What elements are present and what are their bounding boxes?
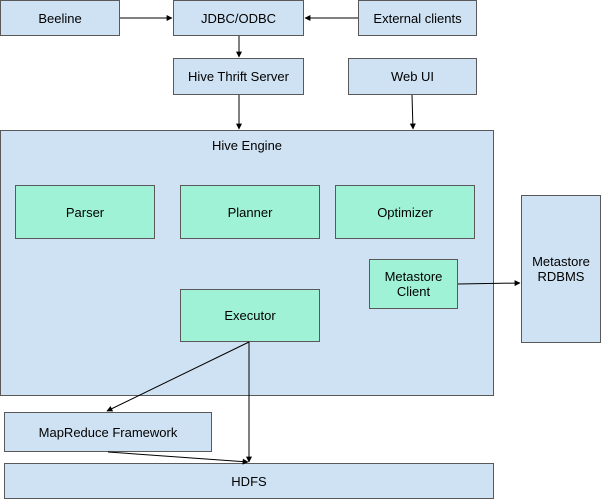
mapreduce-framework-node: MapReduce Framework <box>4 412 212 452</box>
parser-node: Parser <box>15 185 155 239</box>
hdfs-node: HDFS <box>4 463 494 499</box>
web-ui-node: Web UI <box>348 58 477 95</box>
optimizer-node: Optimizer <box>335 185 475 239</box>
planner-node: Planner <box>180 185 320 239</box>
hive-engine-title: Hive Engine <box>211 138 283 153</box>
external-clients-node: External clients <box>358 0 477 36</box>
metastore-client-node: Metastore Client <box>369 259 458 309</box>
metastore-rdbms-node: Metastore RDBMS <box>521 195 601 343</box>
arrow-mapreduce-to-hdfs <box>107 451 249 465</box>
beeline-node: Beeline <box>0 0 120 36</box>
hive-thrift-server-node: Hive Thrift Server <box>173 58 304 95</box>
arrow-webui-to-engine <box>409 94 416 130</box>
executor-node: Executor <box>180 289 320 342</box>
jdbc-odbc-node: JDBC/ODBC <box>173 0 304 36</box>
